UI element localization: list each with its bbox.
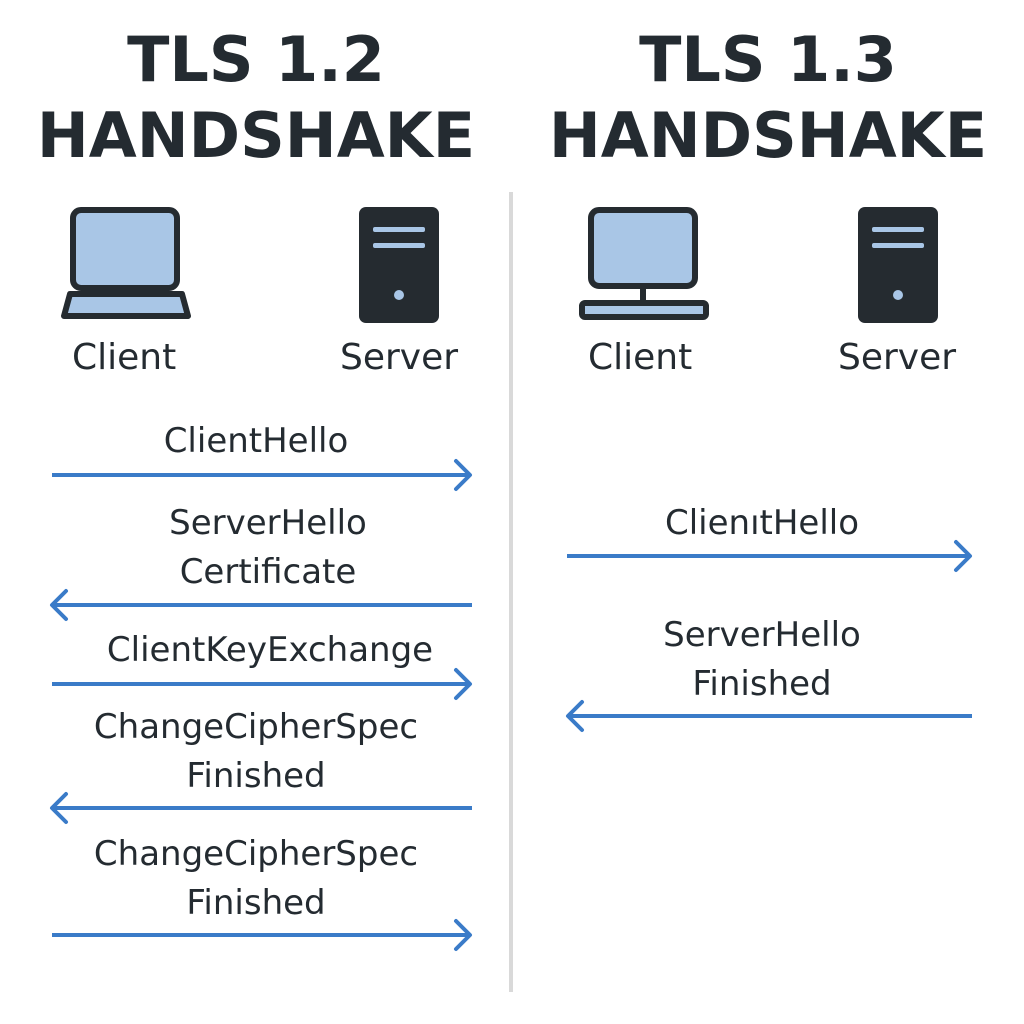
tls12-title-line2: HANDSHAKE xyxy=(36,99,476,172)
message-line: ChangeCipherSpec xyxy=(93,834,419,874)
message-line: ClienıtHello xyxy=(664,503,860,543)
message-line: Finished xyxy=(186,756,326,796)
tls13-title: TLS 1.3 HANDSHAKE xyxy=(512,22,1024,174)
arrow-right xyxy=(52,919,472,951)
tls13-client-label: Client xyxy=(588,337,693,378)
message-line: ClientKeyExchange xyxy=(106,630,434,670)
desktop-monitor-icon xyxy=(578,205,710,325)
tls13-server-label: Server xyxy=(838,337,957,378)
tls13-message-label: ServerHello Finished xyxy=(512,611,1012,709)
message-line: ServerHello xyxy=(663,615,861,655)
message-line: ServerHello xyxy=(169,503,367,543)
server-tower-icon xyxy=(357,205,441,325)
arrow-right xyxy=(52,668,472,700)
arrow-left xyxy=(566,700,972,732)
message-line: ClientHello xyxy=(163,421,349,461)
arrow-left xyxy=(50,589,472,621)
panel-divider xyxy=(509,192,513,992)
arrow-right xyxy=(567,540,972,572)
tls12-message-label: ClientHello xyxy=(0,417,512,466)
tls12-panel: TLS 1.2 HANDSHAKE Client Server ClientHe… xyxy=(0,22,512,951)
tls13-title-line1: TLS 1.3 xyxy=(639,23,897,96)
tls12-title-line1: TLS 1.2 xyxy=(127,23,385,96)
tls13-message-label: ClienıtHello xyxy=(512,499,1012,548)
message-line: ChangeCipherSpec xyxy=(93,707,419,747)
tls12-title: TLS 1.2 HANDSHAKE xyxy=(0,22,512,174)
tls13-arrows xyxy=(566,540,972,732)
tls12-message-label: ChangeCipherSpec Finished xyxy=(0,703,512,801)
message-line: Finished xyxy=(692,664,832,704)
server-tower-icon xyxy=(856,205,940,325)
tls12-arrows xyxy=(50,459,472,951)
tls12-message-label: ServerHello Certificate xyxy=(0,499,536,597)
message-line: Certificate xyxy=(179,552,357,592)
tls12-message-label: ChangeCipherSpec Finished xyxy=(0,830,512,928)
tls13-title-line2: HANDSHAKE xyxy=(548,99,988,172)
message-line: Finished xyxy=(186,883,326,923)
tls13-panel: TLS 1.3 HANDSHAKE Client Server ClienıtH… xyxy=(512,0,1024,1024)
arrow-left xyxy=(50,792,472,824)
laptop-icon xyxy=(60,205,192,325)
tls12-client-label: Client xyxy=(72,337,177,378)
arrow-right xyxy=(52,459,472,491)
tls12-message-label: ClientKeyExchange xyxy=(0,626,540,675)
tls12-server-label: Server xyxy=(340,337,459,378)
